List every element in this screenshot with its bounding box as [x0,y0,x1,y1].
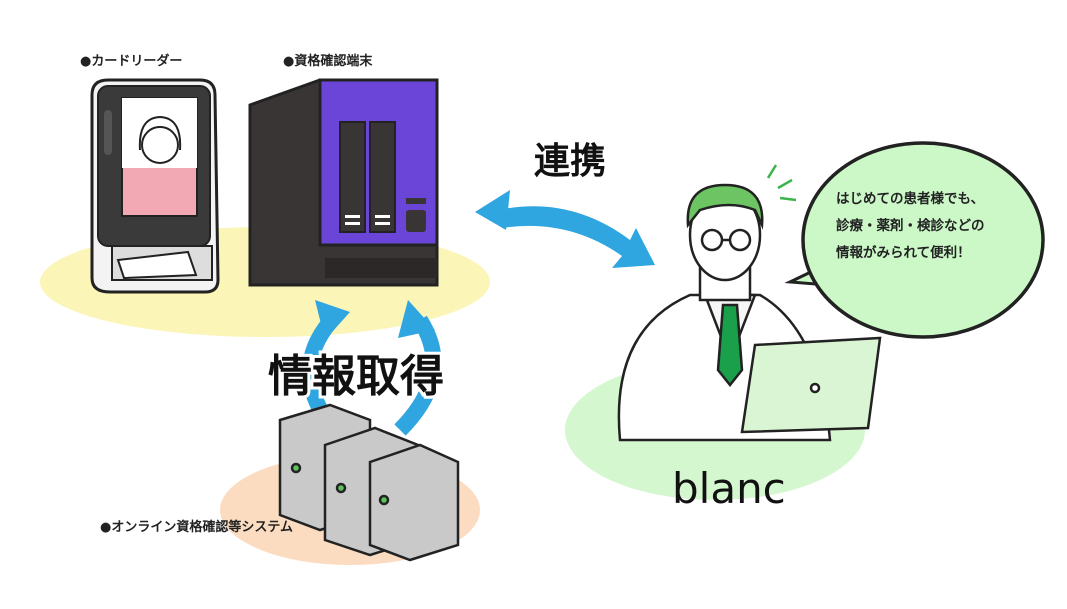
speech-bubble-text: はじめての患者様でも、 診療・薬剤・検診などの 情報がみられて便利！ [836,186,1016,267]
info-acquire-label: 情報取得 [265,348,447,405]
speech-line: 診療・薬剤・検診などの [836,218,985,234]
card-reader-label: ●カードリーダー [80,54,183,69]
online-system-label: ●オンライン資格確認等システム [100,520,293,535]
link-double-arrow [475,190,655,268]
card-reader-icon [90,78,220,294]
speech-bubble [784,141,1045,339]
brand-logo: blanc [672,464,786,513]
terminal-label: ●資格確認端末 [283,54,373,69]
speech-line: 情報がみられて便利！ [836,245,971,261]
speech-line: はじめての患者様でも、 [836,191,985,207]
laptop-icon [740,336,882,434]
arrow-head [315,300,350,340]
terminal-icon [248,78,439,287]
link-label: 連携 [534,141,607,182]
arrow-head [398,300,435,338]
server-icon [278,403,460,562]
